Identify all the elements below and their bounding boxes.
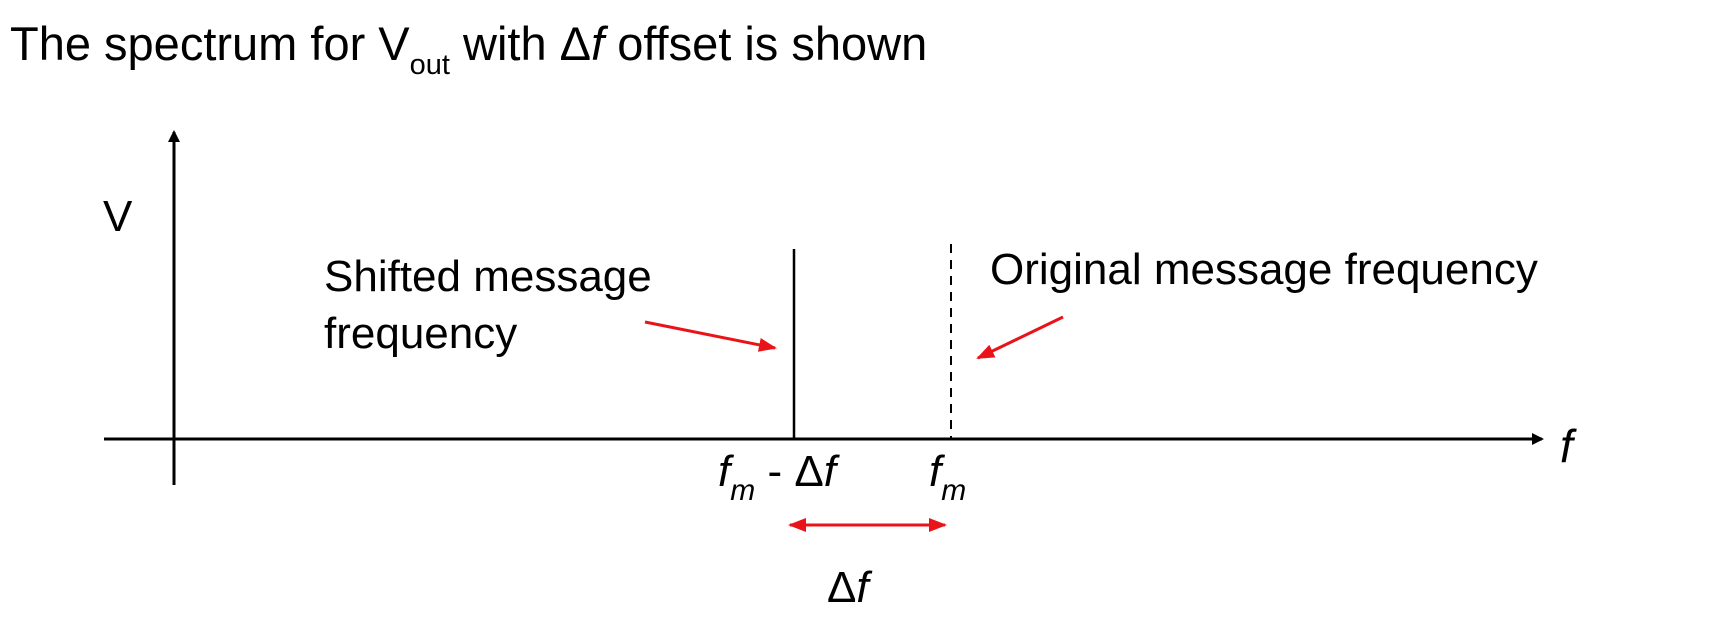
original-pointer-arrow (976, 315, 1064, 360)
tick-shifted-rest: - Δ (755, 447, 824, 496)
title-delta: Δ (559, 17, 592, 70)
original-frequency-label: Original message frequency (990, 245, 1538, 294)
title-middle: with (449, 17, 560, 70)
shifted-frequency-label: Shifted message frequency (324, 252, 652, 358)
tick-shifted-m: m (730, 474, 756, 507)
offset-delta: Δ (827, 563, 857, 612)
y-axis-label: V (103, 192, 133, 241)
title-suffix: offset is shown (604, 17, 928, 70)
tick-original-f: f (929, 447, 942, 496)
tick-label-shifted: fm - Δf (718, 447, 836, 506)
x-axis-label: f (1560, 420, 1573, 472)
offset-f: f (856, 563, 869, 612)
page-title: The spectrum for Vout with Δf offset is … (10, 17, 928, 80)
title-subscript: out (409, 49, 450, 81)
tick-label-original: fm (929, 447, 966, 506)
title-f: f (591, 17, 605, 70)
tick-shifted-f: f (718, 447, 731, 496)
tick-shifted-f2: f (823, 447, 836, 496)
offset-label: Δf (827, 566, 869, 610)
tick-original-m: m (941, 474, 967, 507)
shifted-pointer-arrow (644, 320, 777, 352)
title-prefix: The spectrum for V (10, 17, 410, 70)
